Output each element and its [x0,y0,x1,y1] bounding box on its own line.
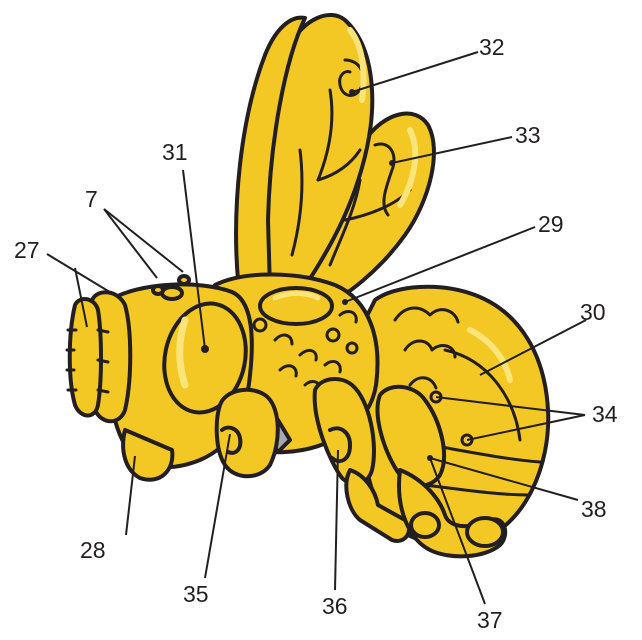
label-36: 36 [322,593,348,619]
label-32: 32 [479,34,505,60]
antenna [67,292,130,421]
label-33: 33 [515,122,541,148]
label-28: 28 [80,537,106,563]
label-29: 29 [538,211,564,237]
label-35: 35 [183,581,209,607]
label-31: 31 [162,139,188,165]
label-38: 38 [581,496,607,522]
label-34: 34 [592,401,618,427]
label-37: 37 [477,607,503,633]
label-30: 30 [580,299,606,325]
label-27: 27 [14,237,40,263]
label-7: 7 [85,186,98,212]
